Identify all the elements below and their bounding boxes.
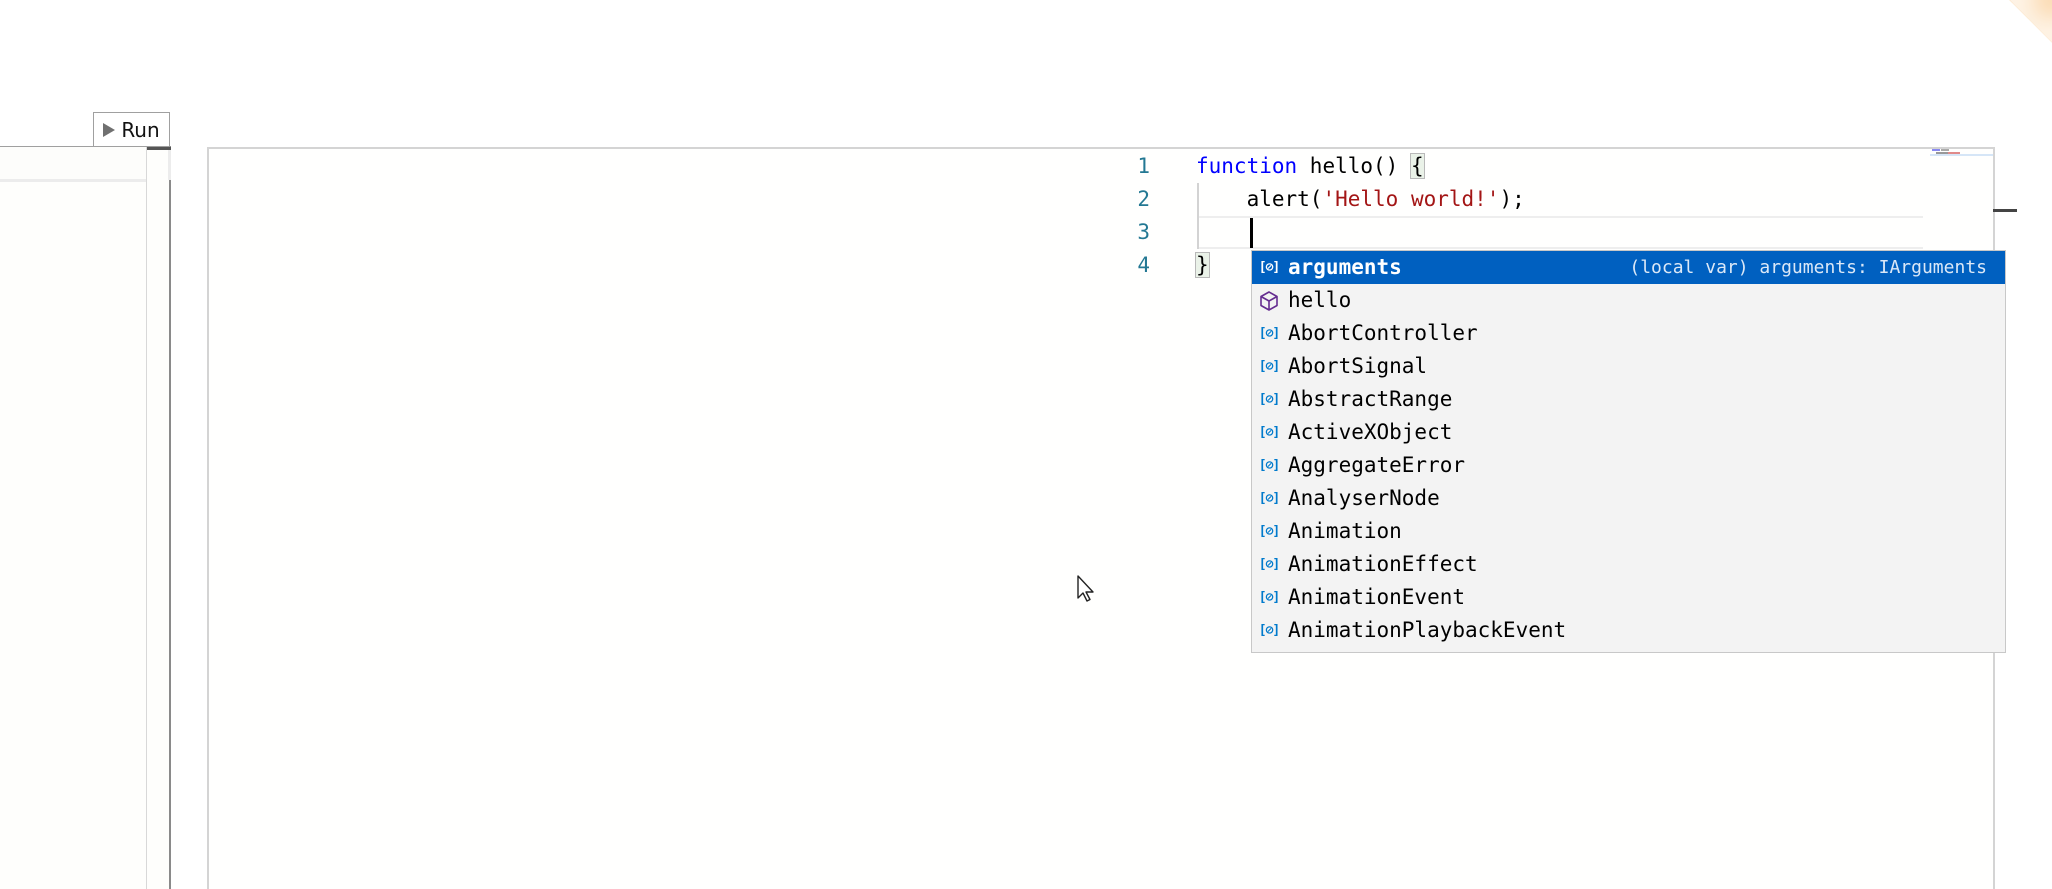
minimap[interactable] <box>1930 149 1993 161</box>
play-triangle-icon <box>103 122 116 137</box>
suggest-item[interactable]: [⊘] AnimationEffect <box>1252 548 2005 581</box>
code-line-1[interactable]: function hello() { <box>1196 150 1425 183</box>
line-number: 2 <box>1137 187 1150 211</box>
mouse-pointer-icon <box>1077 575 1097 608</box>
line-number: 3 <box>1137 220 1150 244</box>
suggest-item[interactable]: [⊘] AnimationEvent <box>1252 581 2005 614</box>
keyword-function: function <box>1196 154 1298 178</box>
variable-icon: [⊘] <box>1258 524 1281 539</box>
code-line-3[interactable] <box>1196 216 1247 249</box>
indent <box>1196 187 1247 211</box>
output-panel-scroll-track <box>168 150 171 180</box>
suggest-item-label: hello <box>1288 288 1352 312</box>
output-panel-scrollbar[interactable] <box>146 147 147 889</box>
variable-icon: [⊘] <box>1258 392 1281 407</box>
suggest-item-label: AbstractRange <box>1288 387 1453 411</box>
code-line-2[interactable]: alert('Hello world!'); <box>1196 183 1525 216</box>
suggest-item-label: AbortSignal <box>1288 354 1428 378</box>
variable-icon: [⊘] <box>1258 359 1281 374</box>
suggest-item[interactable]: [⊘] Animation <box>1252 515 2005 548</box>
text-cursor <box>1250 218 1253 248</box>
suggest-item[interactable]: [⊘] AggregateError <box>1252 449 2005 482</box>
suggest-item-label: ActiveXObject <box>1288 420 1453 444</box>
indent-guide <box>1197 183 1199 249</box>
corner-decoration <box>2009 0 2052 43</box>
line-number: 1 <box>1137 154 1150 178</box>
suggest-item[interactable]: [⊘] AnalyserNode <box>1252 482 2005 515</box>
suggest-item-label: AnimationEffect <box>1288 552 1478 576</box>
suggest-item[interactable]: [⊘] arguments (local var) arguments: IAr… <box>1252 251 2005 284</box>
suggest-item[interactable]: [⊘] AbstractRange <box>1252 383 2005 416</box>
statement-end: ); <box>1499 187 1525 211</box>
variable-icon: [⊘] <box>1258 491 1281 506</box>
variable-icon: [⊘] <box>1258 623 1281 638</box>
indent <box>1196 220 1247 244</box>
suggest-item-label: AbortController <box>1288 321 1478 345</box>
current-line-highlight <box>1197 216 1923 249</box>
suggest-item-label: AnimationPlaybackEvent <box>1288 618 1567 642</box>
suggest-item-label: AnimationEvent <box>1288 585 1466 609</box>
suggest-item[interactable]: [⊘] AbortController <box>1252 317 2005 350</box>
code-line-4[interactable]: } <box>1195 249 1210 282</box>
suggest-item[interactable]: [⊘] ActiveXObject <box>1252 416 2005 449</box>
function-signature: hello() <box>1297 154 1411 178</box>
run-button-label: Run <box>121 117 160 142</box>
output-panel-header <box>0 147 146 182</box>
alert-call: alert( <box>1246 187 1323 211</box>
variable-icon: [⊘] <box>1258 557 1281 572</box>
output-panel <box>0 146 171 889</box>
variable-icon: [⊘] <box>1258 260 1281 275</box>
suggest-item-label: AggregateError <box>1288 453 1466 477</box>
suggest-item-detail: (local var) arguments: IArguments <box>1629 257 1987 278</box>
suggest-item[interactable]: [⊘] AbortSignal <box>1252 350 2005 383</box>
suggest-item[interactable]: hello <box>1252 284 2005 317</box>
output-panel-scroll-thumb[interactable] <box>147 147 171 150</box>
suggest-item[interactable]: [⊘] AnimationPlaybackEvent <box>1252 614 2005 647</box>
function-cube-icon <box>1256 290 1282 312</box>
open-brace: { <box>1409 153 1425 179</box>
suggest-item-label: AnalyserNode <box>1288 486 1440 510</box>
scrollbar-cursor-marker <box>1993 209 2017 212</box>
run-button[interactable]: Run <box>93 112 170 146</box>
suggest-widget[interactable]: [⊘] arguments (local var) arguments: IAr… <box>1251 250 2006 653</box>
variable-icon: [⊘] <box>1258 590 1281 605</box>
close-brace: } <box>1195 252 1210 278</box>
line-number: 4 <box>1137 253 1150 277</box>
variable-icon: [⊘] <box>1258 458 1281 473</box>
string-literal: 'Hello world!' <box>1322 187 1500 211</box>
suggest-item-label: Animation <box>1288 519 1402 543</box>
suggest-item-label: arguments <box>1288 255 1402 279</box>
variable-icon: [⊘] <box>1258 326 1281 341</box>
variable-icon: [⊘] <box>1258 425 1281 440</box>
